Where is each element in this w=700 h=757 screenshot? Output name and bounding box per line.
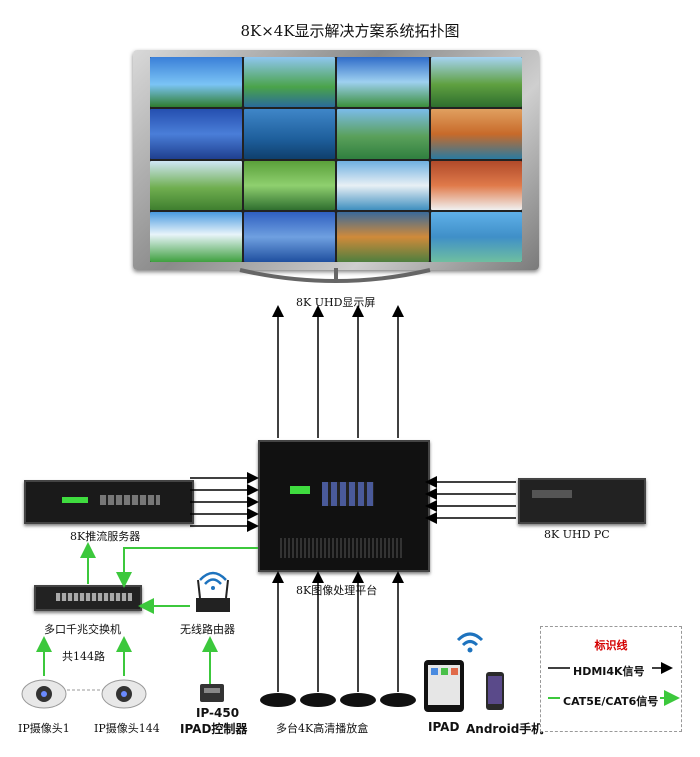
tv-screen [150,57,522,262]
android-label: Android手机 [466,722,544,736]
player-box-3 [340,693,376,707]
camera1-icon [21,679,67,709]
processor-vent [280,538,404,558]
legend-title: 标识线 [594,639,628,652]
ipad-icon [424,660,464,712]
player-box-1 [260,693,296,707]
ip450-label: IP-450 [196,706,240,720]
camera144-label: IP摄像头144 [94,722,160,735]
server-display-panel [62,497,88,503]
ipad-controller-label: IPAD控制器 [180,722,248,736]
pc-label: 8K UHD PC [544,528,610,541]
processor-modules [322,482,374,506]
ipad-label: IPAD [428,720,460,734]
wifi-icon [456,632,484,653]
streaming-server-device [24,480,194,524]
channels-label: 共144路 [62,650,105,663]
legend-cat-label: CAT5E/CAT6信号 [563,695,659,708]
cat-processor-switch [116,547,258,588]
switch-label: 多口千兆交换机 [44,623,121,636]
legend-box: 标识线 HDMI4K信号 CAT5E/CAT6信号 [540,626,682,732]
switch-ports [56,593,132,601]
processor-label: 8K图像处理平台 [296,584,378,597]
server-label: 8K推流服务器 [70,530,141,543]
pc-drive-bay [532,490,572,498]
server-ports [100,495,160,505]
uhd-pc-device [518,478,646,524]
ip450-controller-icon [200,684,224,702]
processor-display-panel [290,486,310,494]
android-phone-icon [486,672,504,710]
camera1-label: IP摄像头1 [18,722,70,735]
wireless-router-icon [196,571,230,612]
player-box-2 [300,693,336,707]
legend-hdmi-label: HDMI4K信号 [573,665,645,678]
tv-stand [239,268,431,283]
player-box-4 [380,693,416,707]
router-label: 无线路由器 [180,623,235,636]
camera144-icon [101,679,147,709]
players-label: 多台4K高清播放盒 [276,722,369,735]
network-switch-device [34,585,142,611]
diagram-title: 8K×4K显示解决方案系统拓扑图 [240,22,460,40]
